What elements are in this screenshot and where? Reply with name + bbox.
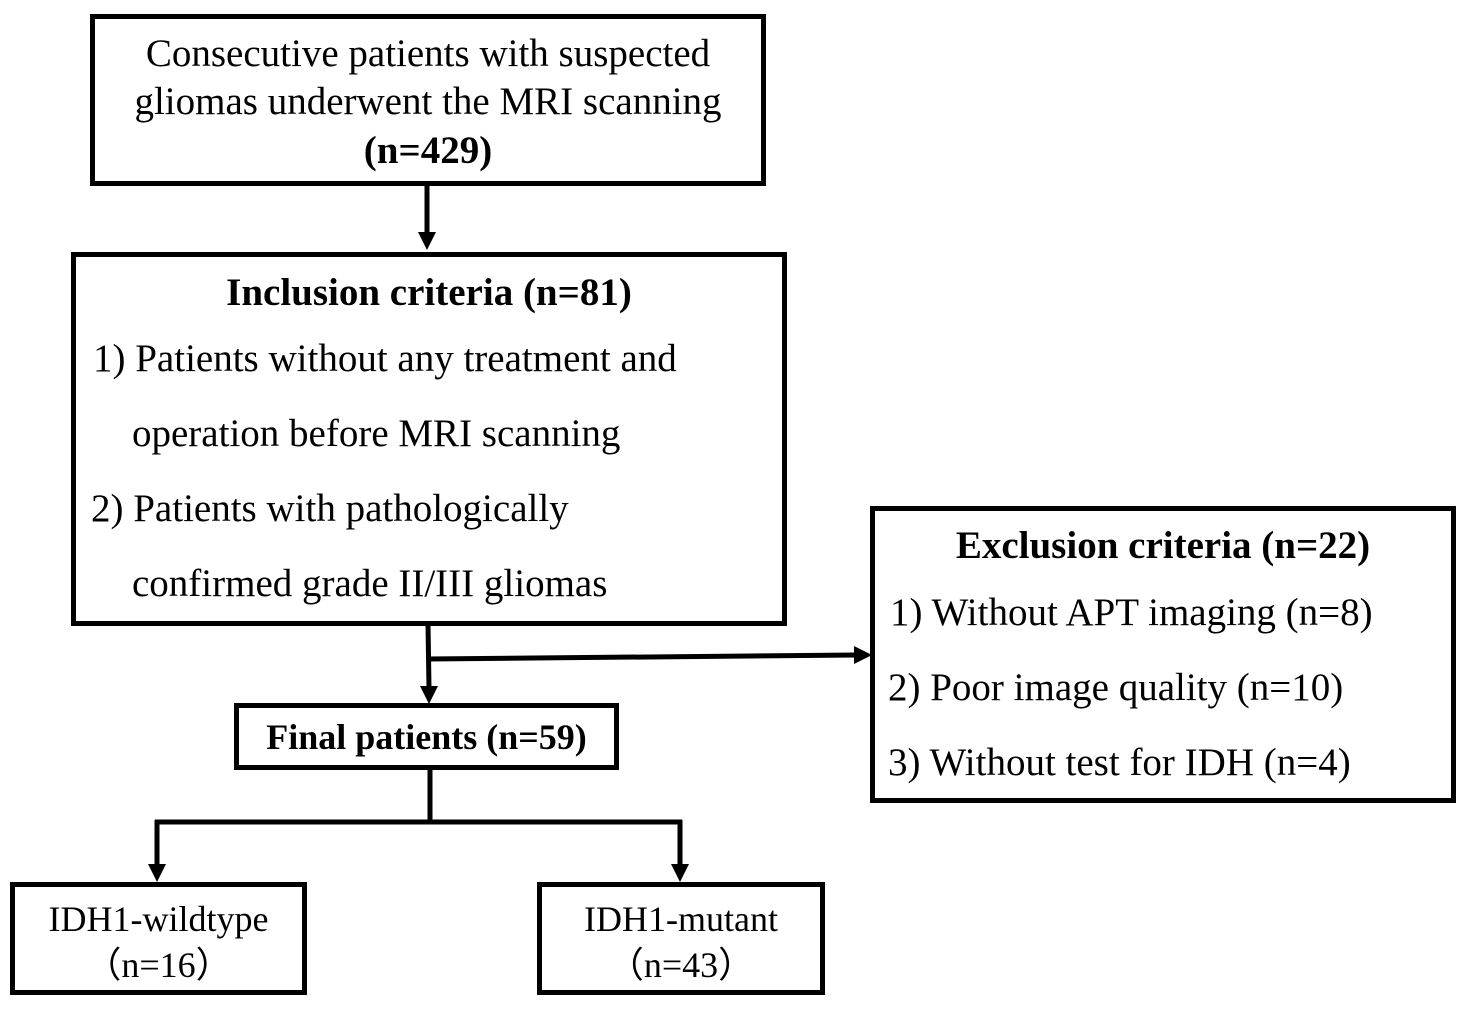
screening-box: Consecutive patients with suspected glio… — [90, 14, 766, 186]
arrow-to-exclusion — [427, 646, 872, 664]
inclusion-item-2-line-1: 2) Patients with pathologically — [91, 487, 569, 530]
final-patients-box: Final patients (n=59) — [234, 703, 619, 770]
split-final-to-groups — [148, 768, 689, 882]
exclusion-title: Exclusion criteria (n=22) — [955, 524, 1371, 567]
final-patients-label: Final patients (n=59) — [266, 717, 587, 757]
inclusion-item-1-line-2: operation before MRI scanning — [132, 412, 621, 455]
screening-count: (n=429) — [363, 129, 493, 172]
idh1-wildtype-count: （n=16） — [85, 945, 232, 985]
inclusion-title: Inclusion criteria (n=81) — [226, 271, 632, 314]
screening-line-1: Consecutive patients with suspected — [145, 32, 711, 75]
exclusion-box: Exclusion criteria (n=22) 1) Without APT… — [870, 506, 1456, 803]
arrow-inclusion-to-final — [420, 623, 438, 704]
screening-line-2: gliomas underwent the MRI scanning — [134, 80, 722, 123]
inclusion-item-1-line-1: 1) Patients without any treatment and — [93, 337, 677, 380]
exclusion-item-1: 1) Without APT imaging (n=8) — [890, 591, 1373, 634]
idh1-mutant-label: IDH1-mutant — [584, 899, 778, 939]
arrow-screening-to-inclusion — [418, 185, 436, 250]
inclusion-item-2-line-2: confirmed grade II/III gliomas — [132, 562, 608, 605]
exclusion-item-2: 2) Poor image quality (n=10) — [888, 666, 1344, 709]
inclusion-box: Inclusion criteria (n=81) 1) Patients wi… — [71, 252, 787, 626]
idh1-wildtype-label: IDH1-wildtype — [48, 899, 269, 939]
idh1-mutant-count: （n=43） — [607, 945, 755, 985]
idh1-mutant-box: IDH1-mutant （n=43） — [537, 882, 825, 995]
idh1-wildtype-box: IDH1-wildtype （n=16） — [10, 882, 307, 995]
exclusion-item-3: 3) Without test for IDH (n=4) — [888, 741, 1351, 784]
